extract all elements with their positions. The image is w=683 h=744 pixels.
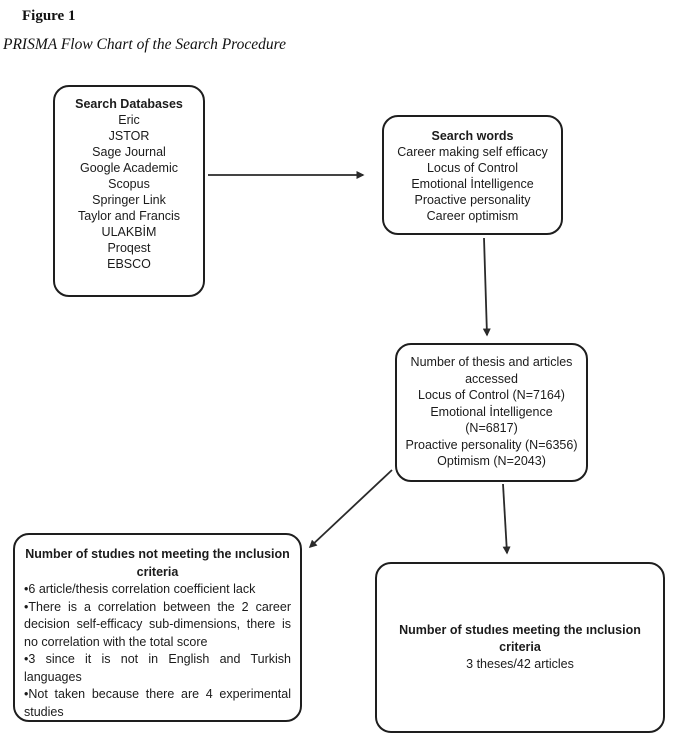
database-item: Taylor and Francis	[77, 209, 181, 223]
search-word-item: Locus of Control	[426, 161, 519, 175]
figure-caption: PRISMA Flow Chart of the Search Procedur…	[3, 36, 286, 53]
database-item: Eric	[118, 113, 140, 127]
exclusion-bullet: 3 since it is not in English and Turkish…	[24, 651, 291, 686]
accessed-line: Number of thesis and articles	[410, 355, 573, 369]
database-item: ULAKBİM	[101, 225, 157, 239]
box-not-meeting-criteria: Number of studıes not meeting the ınclus…	[13, 533, 302, 722]
box-search-databases: Search Databases Eric JSTOR Sage Journal…	[53, 85, 205, 297]
search-word-item: Proactive personality	[414, 193, 531, 207]
accessed-line: (N=6817)	[465, 421, 518, 435]
database-item: Scopus	[108, 177, 150, 191]
accessed-line: Proactive personality (N=6356)	[405, 437, 578, 452]
search-word-item: Career making self efficacy	[397, 145, 548, 159]
included-count: 3 theses/42 articles	[466, 657, 574, 671]
box-not-meeting-title-line: Number of studıes not meeting the ınclus…	[25, 547, 290, 561]
accessed-line: Locus of Control (N=7164)	[418, 388, 565, 402]
box-search-databases-title: Search Databases	[75, 97, 183, 111]
exclusion-bullet: 6 article/thesis correlation coefficient…	[24, 581, 291, 599]
database-item: Google Academic	[80, 161, 178, 175]
box-search-words-title: Search words	[431, 129, 514, 143]
accessed-line: accessed	[465, 371, 518, 386]
search-word-item: Career optimism	[426, 209, 519, 223]
database-item: JSTOR	[108, 129, 150, 143]
exclusion-bullet: Not taken because there are 4 experiment…	[24, 686, 291, 721]
box-meeting-title-line: criteria	[499, 640, 541, 654]
arrow-accessed-to-included	[502, 483, 511, 555]
box-meeting-title-line: Number of studıes meeting the ınclusion	[399, 623, 641, 637]
arrow-words-to-accessed	[482, 237, 491, 337]
arrow-accessed-to-excluded	[308, 469, 393, 549]
exclusion-bullet: There is a correlation between the 2 car…	[24, 599, 291, 652]
database-item: Springer Link	[92, 193, 166, 207]
accessed-line: Optimism (N=2043)	[437, 454, 546, 468]
figure-label: Figure 1	[22, 8, 76, 24]
box-not-meeting-title-line: criteria	[136, 564, 179, 579]
box-meeting-criteria: Number of studıes meeting the ınclusion …	[375, 562, 665, 733]
box-search-words: Search words Career making self efficacy…	[382, 115, 563, 235]
box-records-accessed: Number of thesis and articles accessed L…	[395, 343, 588, 482]
search-word-item: Emotional İntelligence	[411, 177, 534, 191]
accessed-line: Emotional İntelligence	[430, 404, 553, 419]
database-item: EBSCO	[107, 257, 151, 271]
database-item: Proqest	[107, 241, 151, 255]
database-item: Sage Journal	[92, 145, 166, 159]
